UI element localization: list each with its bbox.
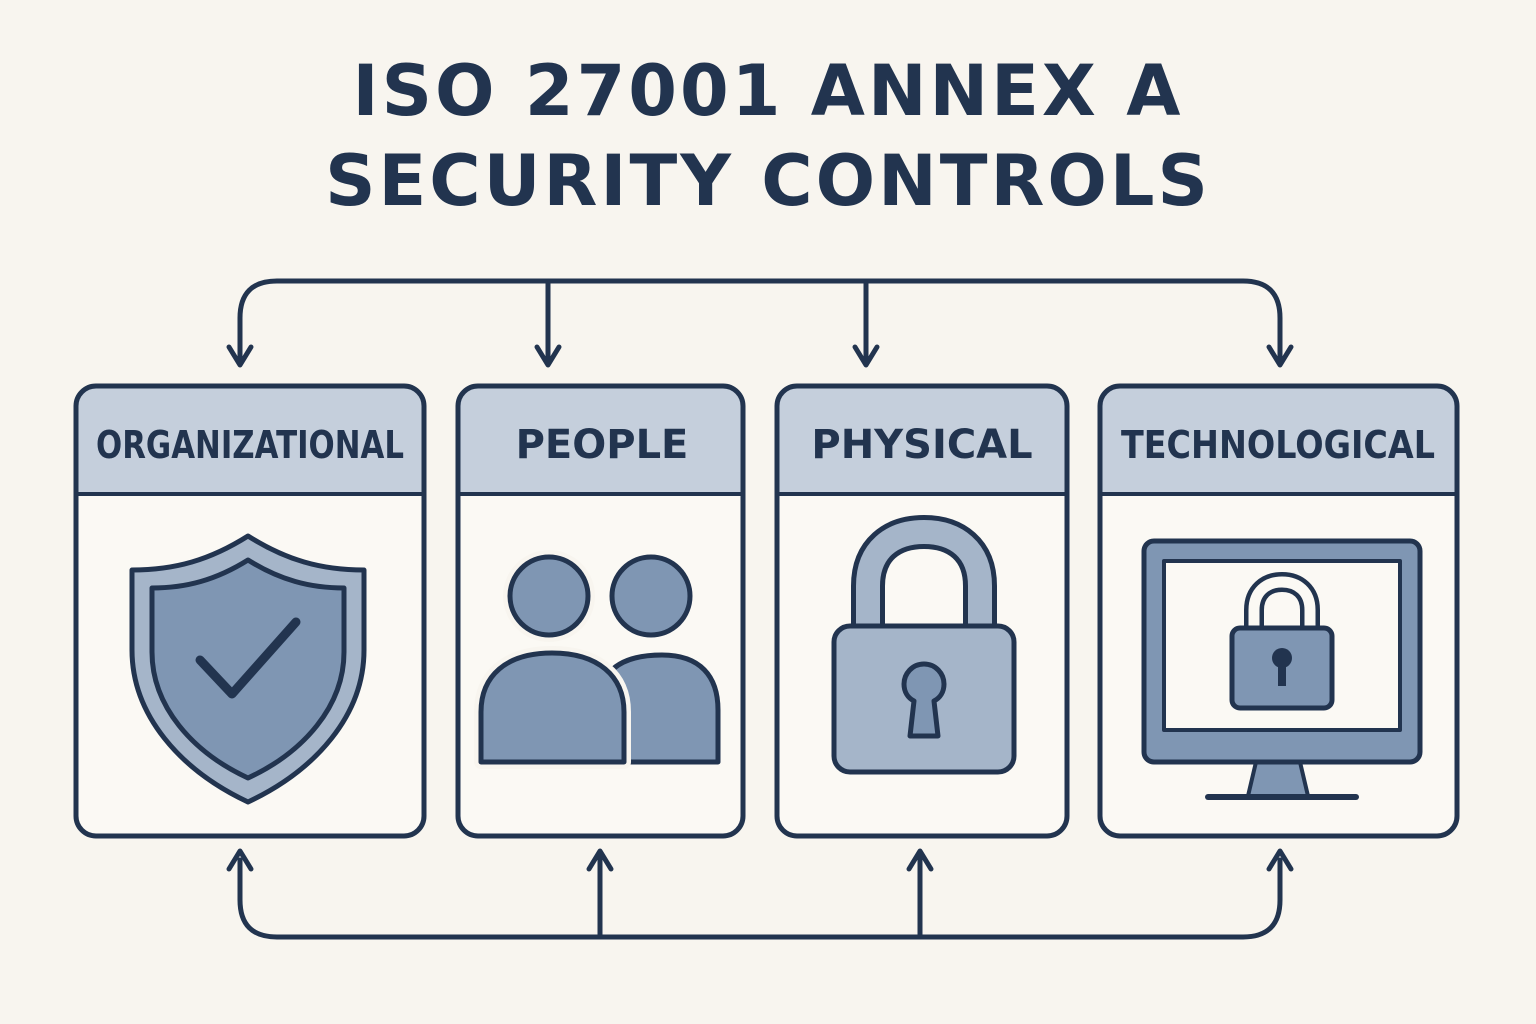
bottom-connector-line <box>237 857 1283 940</box>
diagram-title-line-1: ISO 27001 ANNEX A <box>352 50 1184 132</box>
arrowhead-up-people <box>586 848 614 872</box>
arrowhead-up-physical <box>906 848 934 872</box>
bottom-connector <box>226 848 1294 940</box>
people-icon <box>474 550 721 769</box>
card-people-border <box>455 383 746 839</box>
shield-check-icon <box>129 533 367 805</box>
monitor-lock-icon <box>1141 538 1423 800</box>
card-organizational-header <box>76 386 424 494</box>
arrowhead-up-organizational <box>226 848 254 872</box>
card-technological-header <box>1100 386 1457 494</box>
arrowhead-up-technological <box>1266 848 1294 872</box>
card-physical-border <box>774 383 1070 839</box>
card-physical-label: PHYSICAL <box>811 422 1032 468</box>
card-people-header <box>458 386 743 494</box>
padlock-icon <box>831 515 1017 775</box>
card-people-label: PEOPLE <box>516 422 689 468</box>
card-organizational: ORGANIZATIONAL <box>73 383 427 839</box>
arrowhead-down-technological <box>1266 344 1294 368</box>
card-technological: TECHNOLOGICAL <box>1097 383 1460 839</box>
arrowhead-down-physical <box>852 344 880 368</box>
card-organizational-label: ORGANIZATIONAL <box>96 423 404 467</box>
arrowhead-down-organizational <box>226 344 254 368</box>
top-connector-line <box>237 278 1283 361</box>
card-physical-header <box>777 386 1067 494</box>
top-connector <box>226 278 1294 368</box>
card-organizational-border <box>73 383 427 839</box>
card-physical: PHYSICAL <box>774 383 1070 839</box>
arrowhead-down-people <box>534 344 562 368</box>
card-technological-border <box>1097 383 1460 839</box>
card-people: PEOPLE <box>455 383 746 839</box>
card-technological-label: TECHNOLOGICAL <box>1121 423 1435 467</box>
diagram-title-line-2: SECURITY CONTROLS <box>325 140 1211 222</box>
